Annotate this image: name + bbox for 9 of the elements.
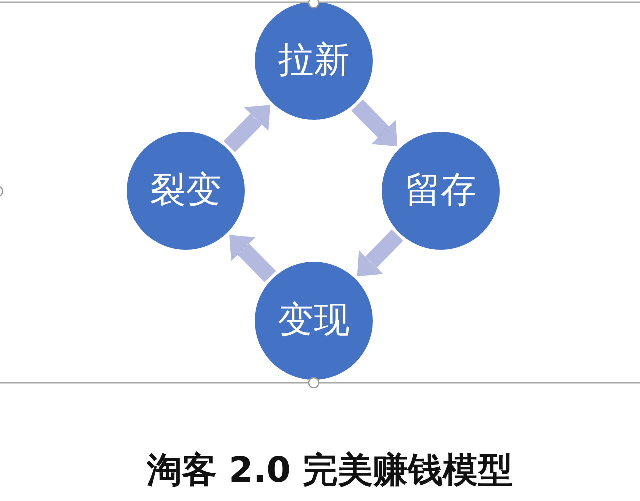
diagram-title: 淘客 2.0 完美赚钱模型 (146, 450, 514, 492)
process-circle (255, 262, 373, 380)
node-label: 留存 (405, 171, 477, 211)
process-circle (127, 132, 245, 250)
process-circle (382, 132, 500, 250)
node-label: 裂变 (150, 171, 222, 211)
node-label: 变现 (278, 301, 350, 341)
process-circle (255, 2, 373, 120)
node-label: 拉新 (278, 41, 350, 81)
